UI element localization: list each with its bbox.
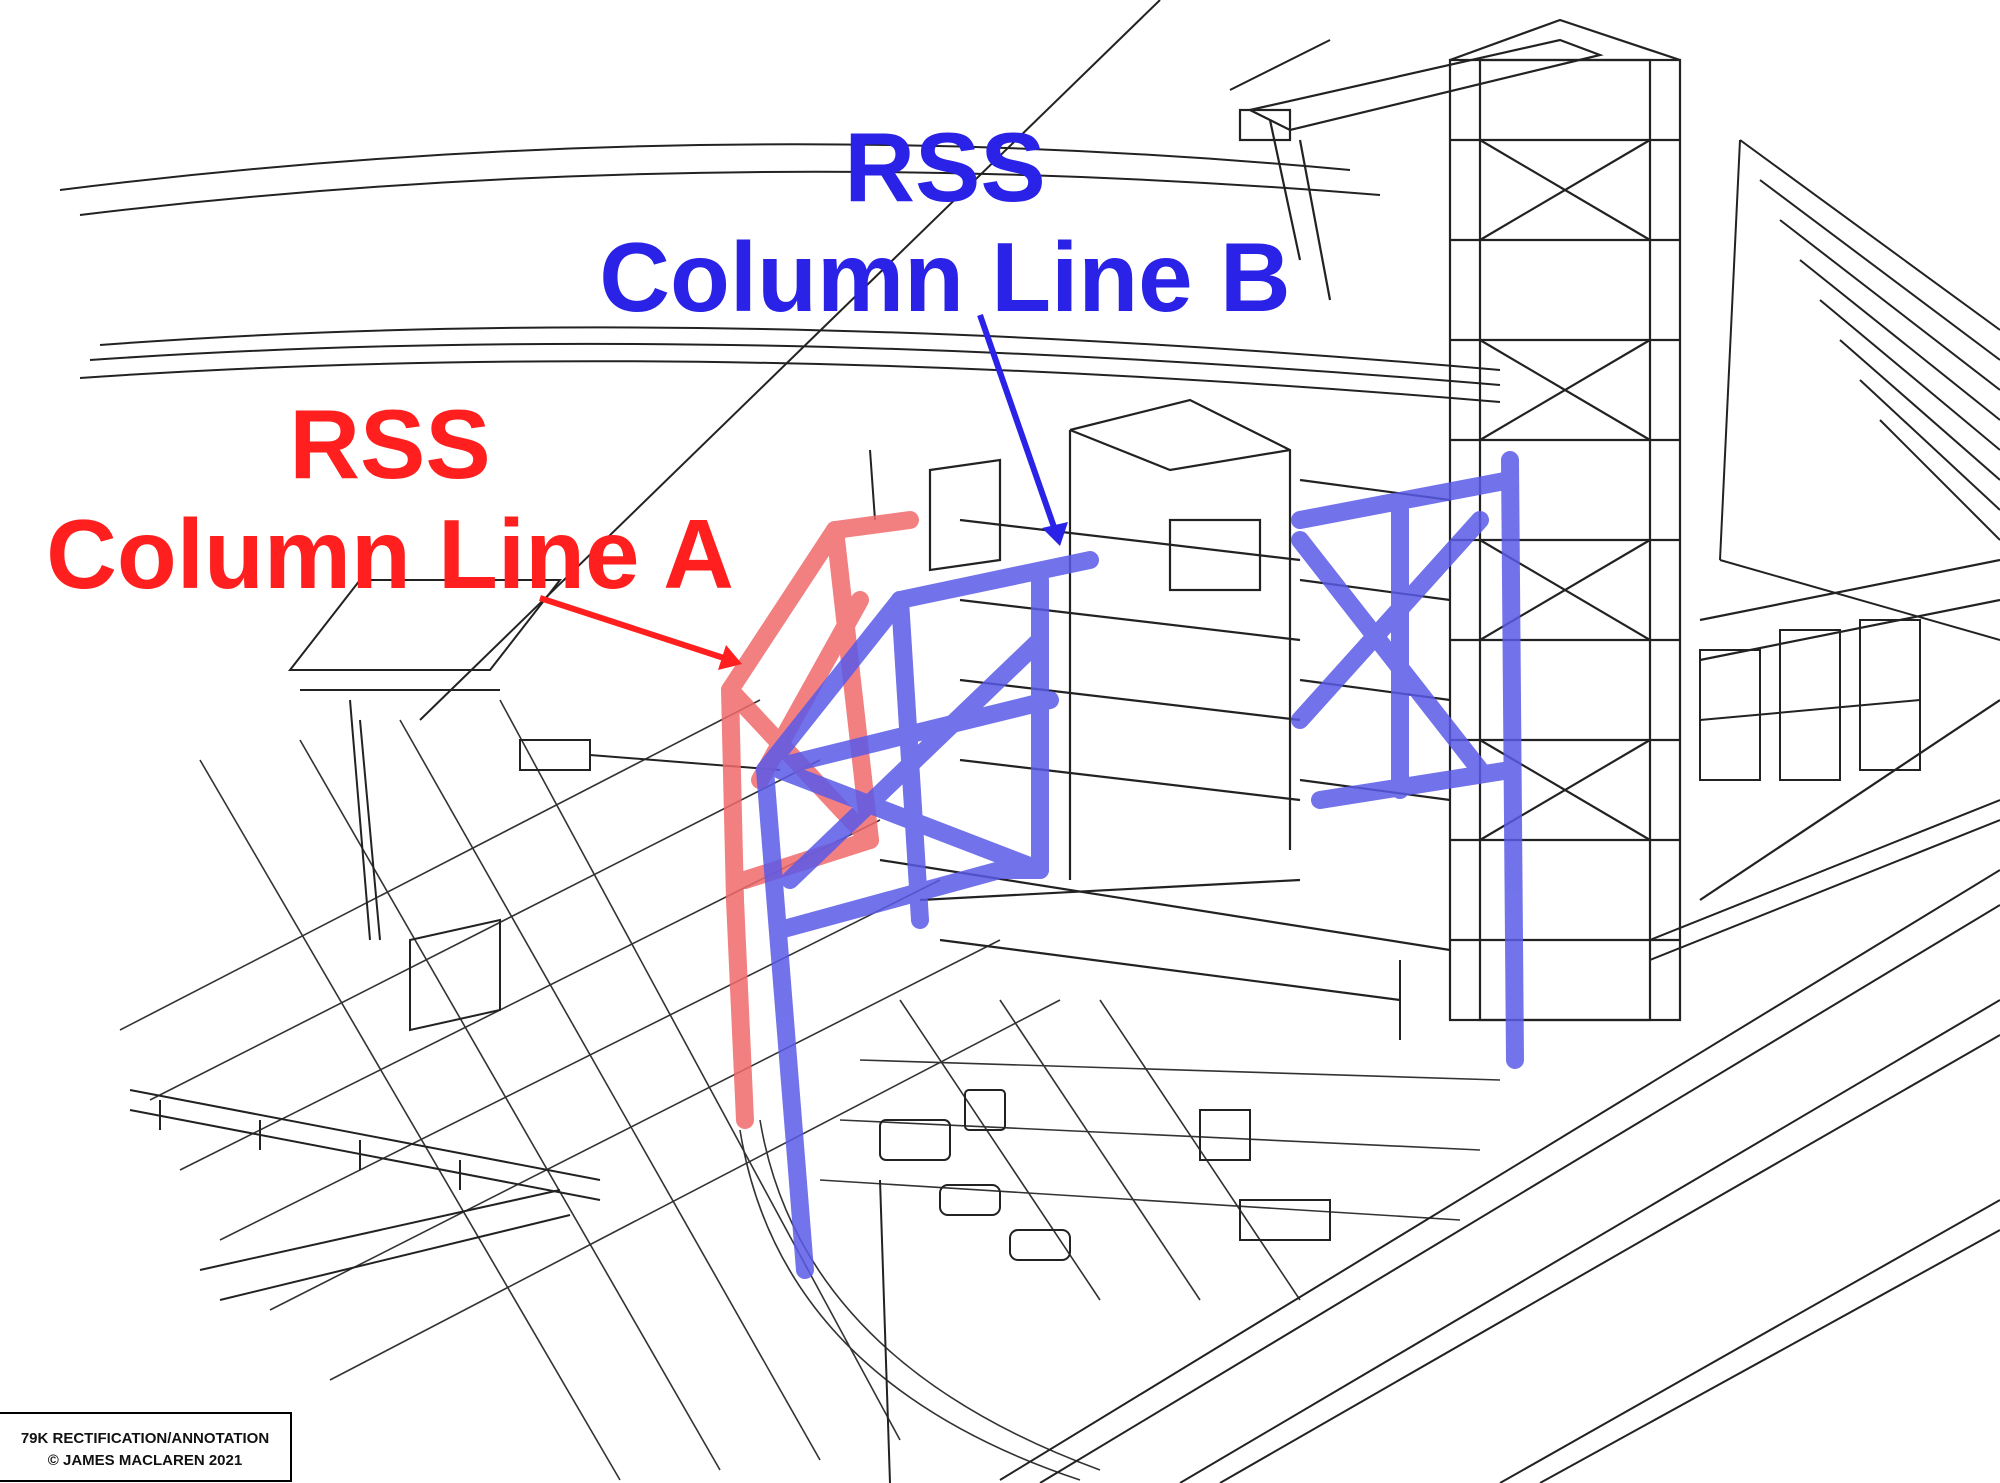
right-machinery — [1649, 619, 2000, 961]
label-b-line1: RSS — [844, 112, 1046, 222]
label-column-line-a: RSS Column Line A — [20, 395, 760, 603]
fixed-service-structure — [1238, 18, 1682, 1022]
crawlerway-track — [999, 869, 2000, 1483]
roof-shed — [287, 579, 563, 1032]
column-line-b-highlight — [756, 451, 1524, 1279]
credit-line-2: © JAMES MACLAREN 2021 — [47, 1452, 243, 1469]
left-gantry — [129, 1089, 601, 1301]
background-arcs — [59, 0, 1501, 721]
pad-grid — [119, 699, 1501, 1481]
arrow-column-line-a — [539, 595, 742, 670]
label-a-line1: RSS — [289, 389, 491, 499]
credit-box: 79K RECTIFICATION/ANNOTATION © JAMES MAC… — [0, 1412, 292, 1482]
label-b-line2: Column Line B — [599, 222, 1291, 332]
light-poles — [359, 449, 1401, 1483]
vehicles — [519, 739, 1331, 1261]
credit-line-1: 79K RECTIFICATION/ANNOTATION — [20, 1430, 270, 1447]
label-a-line2: Column Line A — [46, 499, 734, 609]
label-column-line-b: RSS Column Line B — [575, 118, 1315, 326]
arrow-column-line-b — [977, 314, 1068, 546]
ramp-structure — [1719, 139, 2000, 641]
